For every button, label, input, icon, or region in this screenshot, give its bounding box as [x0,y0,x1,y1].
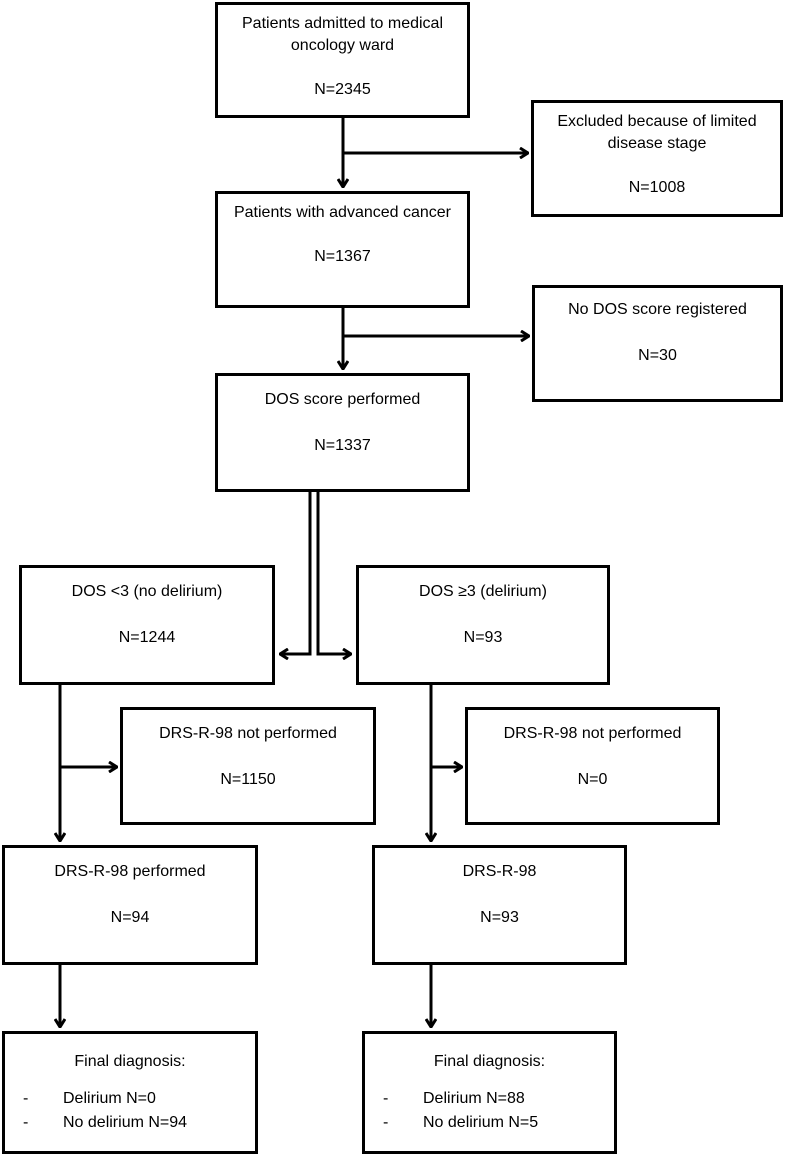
list-item-text: Delirium N=0 [63,1090,156,1107]
box-count: N=1367 [314,248,371,265]
box-title: DRS-R-98 not performed [159,725,337,742]
box-title: DRS-R-98 not performed [503,725,682,742]
box-count: N=93 [480,909,519,926]
list-dash: - [383,1090,389,1107]
box-excluded: Excluded because of limited disease stag… [531,100,783,217]
box-title: DOS <3 (no delirium) [71,583,223,600]
list-item: - Delirium N=88 [365,1087,614,1111]
list-item-text: No delirium N=5 [423,1114,539,1131]
box-final-diagnosis-right: Final diagnosis: - Delirium N=88 - No de… [362,1031,617,1154]
box-title: Patients admitted to medical oncology wa… [242,15,443,54]
box-count: N=1150 [220,771,276,788]
list-item: - No delirium N=94 [5,1111,255,1135]
diagnosis-list: - Delirium N=88 - No delirium N=5 [365,1087,614,1135]
list-item-text: Delirium N=88 [423,1090,525,1107]
box-no-dos-score: No DOS score registered N=30 [532,285,783,402]
box-dos-low: DOS <3 (no delirium) N=1244 [19,565,275,685]
box-title: No DOS score registered [568,301,747,318]
list-item-text: No delirium N=94 [63,1114,188,1131]
box-title: DOS score performed [264,391,421,408]
box-count: N=94 [110,909,150,926]
box-final-diagnosis-left: Final diagnosis: - Delirium N=0 - No del… [2,1031,258,1154]
list-item: - No delirium N=5 [365,1111,614,1135]
list-dash: - [383,1114,389,1131]
box-count: N=1337 [314,437,371,454]
box-title: DRS-R-98 performed [54,863,206,880]
connector-dos-to-high [316,492,351,654]
box-title: Excluded because of limited disease stag… [557,113,757,152]
box-patients-admitted: Patients admitted to medical oncology wa… [215,2,470,118]
box-title: Final diagnosis: [433,1053,546,1070]
box-drs-performed: DRS-R-98 performed N=94 [2,845,258,965]
box-advanced-cancer: Patients with advanced cancer N=1367 [215,191,470,308]
list-dash: - [23,1114,29,1131]
box-title: DOS ≥3 (delirium) [419,583,547,600]
diagnosis-list: - Delirium N=0 - No delirium N=94 [5,1087,255,1135]
connector-dos-to-low [280,492,312,654]
box-title: Patients with advanced cancer [233,204,451,221]
box-drs-not-performed-left: DRS-R-98 not performed N=1150 [120,707,376,825]
box-title: Final diagnosis: [74,1053,186,1070]
box-count: N=0 [577,771,608,788]
box-dos-high: DOS ≥3 (delirium) N=93 [356,565,610,685]
box-count: N=30 [638,347,677,364]
box-drs-right: DRS-R-98 N=93 [372,845,627,965]
box-count: N=1244 [118,629,176,646]
box-count: N=1008 [628,179,686,196]
box-count: N=93 [463,629,503,646]
box-dos-performed: DOS score performed N=1337 [215,373,470,492]
list-dash: - [23,1090,29,1107]
box-count: N=2345 [314,81,371,98]
list-item: - Delirium N=0 [5,1087,255,1111]
box-title: DRS-R-98 [462,863,537,880]
box-drs-not-performed-right: DRS-R-98 not performed N=0 [465,707,720,825]
